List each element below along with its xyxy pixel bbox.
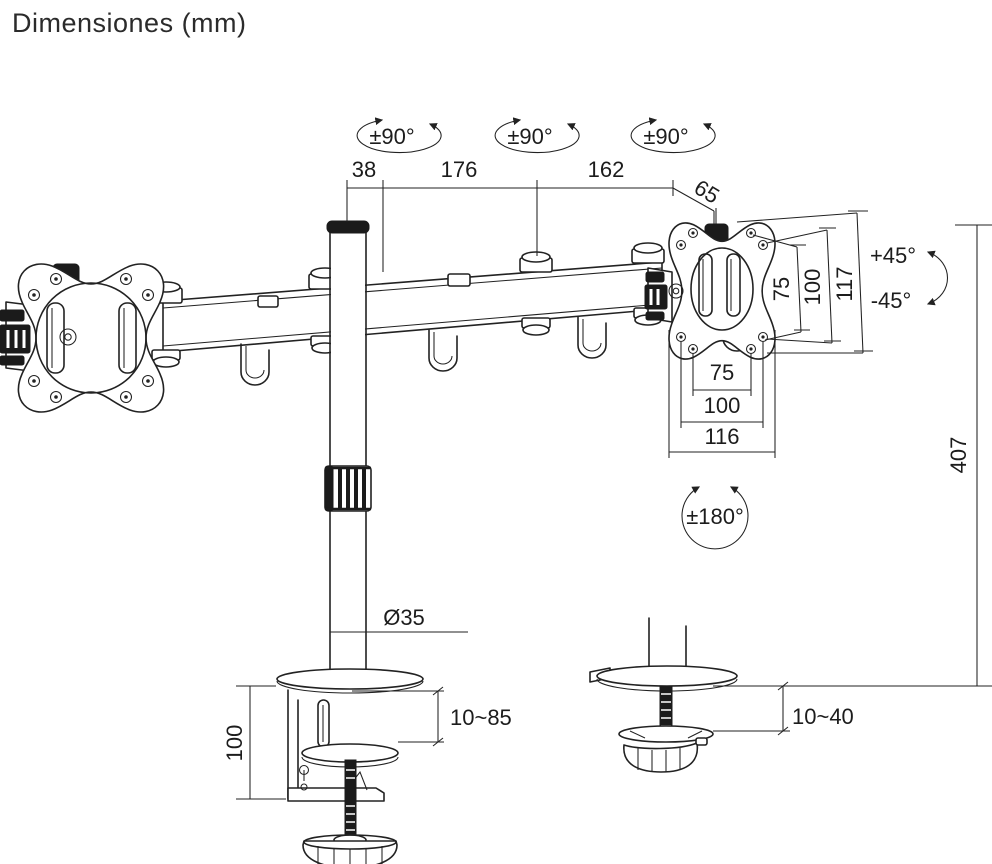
swivel-label: ±180° xyxy=(686,504,744,529)
rotation-symbol-middle: ±90° xyxy=(494,117,580,154)
tilt-arrow: +45° -45° xyxy=(870,243,949,313)
vesa-height-dimensions: 75 100 117 xyxy=(736,210,873,354)
clamp-knob xyxy=(302,834,398,864)
plate-center-ring xyxy=(35,282,147,394)
dim-65-label: 65 xyxy=(690,175,724,209)
clamp-height-dimension: 100 xyxy=(222,685,286,800)
arm-tab xyxy=(447,273,471,287)
rotation-symbol-left: ±90° xyxy=(356,117,442,154)
clamp-lower-jaw xyxy=(287,787,385,802)
tilt-down-label: -45° xyxy=(871,288,912,313)
grommet-range-dimension: 10~40 xyxy=(713,681,854,736)
clamp-shelf xyxy=(301,743,399,763)
dim-116-label: 116 xyxy=(704,424,739,449)
grommet-basket xyxy=(623,737,708,773)
desk-clamp: 100 10~85 xyxy=(222,668,512,864)
arm-tab xyxy=(257,295,279,308)
rotation-symbol-right: ±90° xyxy=(630,117,716,154)
dim-100c-label: 100 xyxy=(222,725,247,762)
vesa-slots xyxy=(698,253,741,317)
clamp-range-dimension: 10~85 xyxy=(352,686,512,747)
rotation-left-label: ±90° xyxy=(369,124,414,149)
dim-d35-label: Ø35 xyxy=(383,605,425,630)
dim-75v-label: 75 xyxy=(769,277,794,301)
dim-176-label: 176 xyxy=(441,157,478,182)
grommet-base xyxy=(596,665,738,687)
dim-75h-label: 75 xyxy=(710,360,734,385)
pole-cap xyxy=(326,220,370,234)
left-vesa-plate xyxy=(0,263,165,413)
swivel-symbol: ±180° xyxy=(681,486,749,550)
grommet-disc xyxy=(618,725,714,743)
vesa-width-dimensions: 75 100 116 xyxy=(668,330,776,458)
tilt-bracket-right xyxy=(644,267,673,323)
vesa-holes xyxy=(27,272,155,404)
dim-1040-label: 10~40 xyxy=(792,704,854,729)
dim-1085-label: 10~85 xyxy=(450,705,512,730)
dim-117-label: 117 xyxy=(832,266,857,301)
pole-diameter-label: Ø35 xyxy=(330,605,468,633)
dim-100h-label: 100 xyxy=(704,393,741,418)
clamp-screw-rod xyxy=(344,759,357,839)
clamp-base xyxy=(276,668,424,690)
rotation-middle-label: ±90° xyxy=(507,124,552,149)
grommet-mount: 10~40 xyxy=(589,617,854,773)
dim-407-label: 407 xyxy=(946,437,971,474)
dim-38-label: 38 xyxy=(352,157,376,182)
pole-height-dimension: 407 xyxy=(713,224,992,687)
pole-collar xyxy=(324,465,372,512)
right-vesa-plate xyxy=(644,208,776,360)
tilt-up-label: +45° xyxy=(870,243,916,268)
monitor-pole xyxy=(324,220,372,678)
rotation-right-label: ±90° xyxy=(643,124,688,149)
dim-100v-label: 100 xyxy=(800,269,825,306)
vesa-slots xyxy=(46,302,137,374)
plate-center-ring xyxy=(690,247,754,331)
dim-162-label: 162 xyxy=(588,157,625,182)
page-title: Dimensiones (mm) xyxy=(12,8,247,38)
